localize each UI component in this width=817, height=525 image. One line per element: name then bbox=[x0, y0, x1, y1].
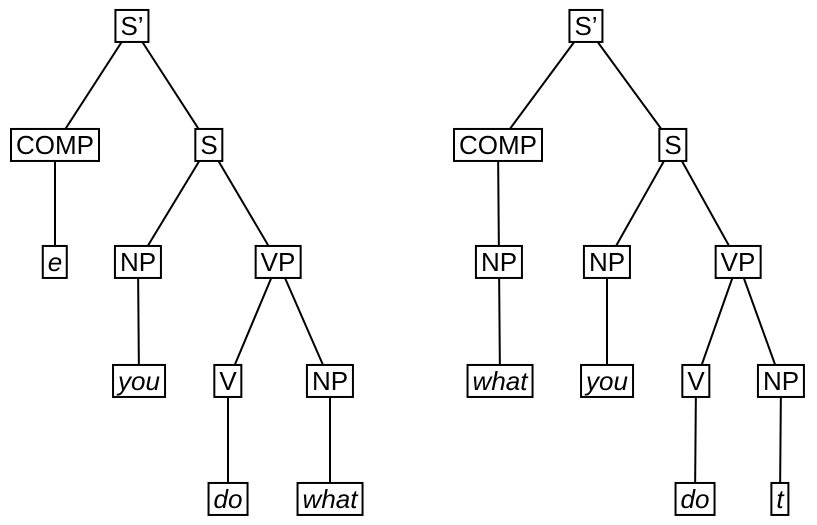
right-tree-edge-s-vp bbox=[672, 144, 739, 263]
right-tree-edge-np-object-t bbox=[779, 380, 782, 500]
left-tree-node-np-subject: NP bbox=[113, 244, 163, 280]
left-tree-node-what: what bbox=[296, 481, 364, 517]
right-tree-edge-s-np-subject bbox=[606, 144, 674, 263]
right-tree-edge-vp-v bbox=[695, 261, 739, 382]
right-tree-edge-sbar-s bbox=[585, 25, 674, 146]
left-tree-edge-sbar-comp bbox=[54, 25, 133, 146]
left-tree-node-np-object: NP bbox=[305, 363, 355, 399]
right-tree-edge-sbar-comp bbox=[497, 25, 587, 146]
right-tree-node-sbar: S’ bbox=[568, 8, 604, 44]
left-tree-node-s: S bbox=[194, 127, 224, 163]
left-tree-edge-np-subject-you bbox=[137, 261, 140, 382]
right-tree-node-t: t bbox=[770, 481, 790, 517]
right-tree-edge-v-do bbox=[694, 380, 697, 500]
left-tree-edge-vp-np-object bbox=[277, 261, 331, 382]
right-tree-node-v: V bbox=[681, 363, 711, 399]
left-tree-node-vp: VP bbox=[254, 244, 302, 280]
right-tree-node-what: what bbox=[466, 363, 534, 399]
left-tree-edge-sbar-s bbox=[131, 25, 210, 146]
right-tree-node-comp: COMP bbox=[453, 127, 543, 163]
right-tree-node-do: do bbox=[674, 481, 716, 517]
right-tree-edge-comp-np-comp bbox=[497, 144, 500, 263]
left-tree-edge-s-np-subject bbox=[137, 144, 210, 263]
right-tree-node-vp: VP bbox=[714, 244, 762, 280]
right-tree-node-np-comp: NP bbox=[474, 244, 524, 280]
right-tree-node-np-object: NP bbox=[756, 363, 806, 399]
left-tree-node-sbar: S’ bbox=[114, 8, 150, 44]
left-tree-node-you: you bbox=[112, 363, 166, 399]
right-tree-node-np-subject: NP bbox=[582, 244, 632, 280]
left-tree-edge-vp-v bbox=[227, 261, 279, 382]
right-tree-node-s: S bbox=[658, 127, 688, 163]
right-tree-edge-np-comp-what bbox=[498, 261, 501, 382]
left-tree-edge-s-vp bbox=[208, 144, 279, 263]
right-tree-node-you: you bbox=[580, 363, 634, 399]
right-tree-edge-vp-np-object bbox=[737, 261, 782, 382]
left-tree-node-comp: COMP bbox=[10, 127, 100, 163]
left-tree-node-do: do bbox=[207, 481, 249, 517]
left-tree-node-e: e bbox=[41, 244, 69, 280]
left-tree-node-v: V bbox=[213, 363, 243, 399]
